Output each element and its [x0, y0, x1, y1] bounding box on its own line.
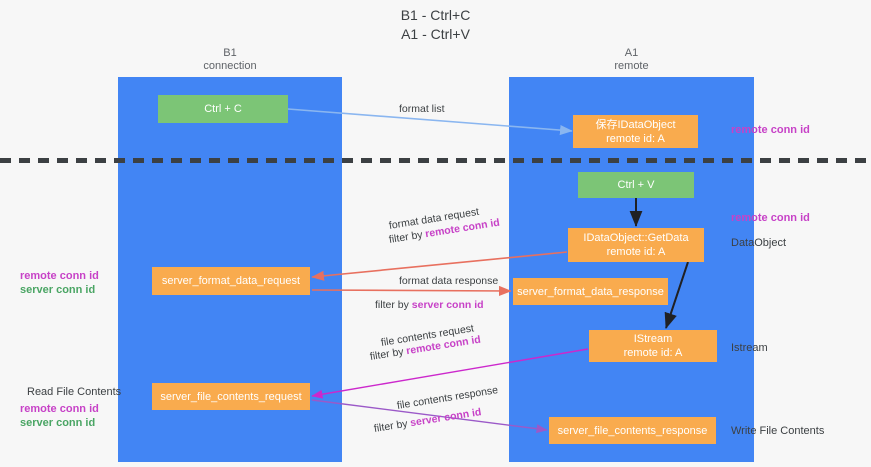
note-left-read-file-contents: Read File Contents [27, 385, 121, 399]
lane-header-b1: B1 connection [203, 47, 257, 72]
note-right-dataobject: DataObject [731, 236, 786, 250]
page-title: B1 - Ctrl+C A1 - Ctrl+V [400, 7, 471, 42]
note-left-conn-ids-top: remote conn id server conn id [20, 269, 99, 297]
note-server-conn-id: server conn id [20, 284, 96, 296]
node-server-file-contents-request[interactable]: server_file_contents_request [152, 383, 310, 410]
node-save-idataobject[interactable]: 保存IDataObject remote id: A [573, 115, 698, 148]
edge-label-format-data-response-filter: filter by server conn id [375, 298, 484, 312]
note-right-remote-conn-id-top: remote conn id [731, 123, 810, 137]
note-remote-conn-id: remote conn id [20, 403, 99, 415]
filter-prefix: filter by [369, 345, 408, 363]
node-ctrl-v[interactable]: Ctrl + V [578, 172, 694, 198]
node-server-format-data-response[interactable]: server_format_data_response [513, 278, 668, 305]
note-text: remote conn id [731, 212, 810, 224]
edge-label-format-list: format list [399, 103, 445, 115]
node-server-format-data-request[interactable]: server_format_data_request [152, 267, 310, 295]
node-ctrl-c[interactable]: Ctrl + C [158, 95, 288, 123]
note-server-conn-id: server conn id [20, 417, 96, 429]
node-server-file-contents-response[interactable]: server_file_contents_response [549, 417, 716, 444]
node-istream[interactable]: IStream remote id: A [589, 330, 717, 362]
note-text: DataObject [731, 237, 787, 249]
edge-label-file-contents-response: file contents response [396, 384, 499, 412]
filter-prefix: filter by [375, 299, 412, 311]
note-left-conn-ids-bottom: remote conn id server conn id [20, 402, 99, 430]
note-remote-conn-id: remote conn id [20, 270, 99, 282]
note-text: Read File Contents [27, 386, 122, 398]
edge-label-format-data-response: format data response [399, 275, 499, 287]
note-text: remote conn id [731, 124, 810, 136]
filter-prefix: filter by [373, 417, 412, 435]
node-idataobject-getdata[interactable]: IDataObject::GetData remote id: A [568, 228, 704, 262]
note-right-remote-conn-id-mid: remote conn id [731, 211, 810, 225]
note-text: Istream [731, 342, 768, 354]
note-text: Write File Contents [731, 425, 825, 437]
filter-key-server-conn-id: server conn id [409, 406, 483, 430]
note-right-write-file-contents: Write File Contents [731, 424, 824, 438]
edge-label-file-contents-response-filter: filter by server conn id [373, 405, 482, 436]
filter-key-server-conn-id: server conn id [411, 299, 484, 311]
lane-header-a1: A1 remote [614, 47, 649, 72]
note-right-istream: Istream [731, 341, 768, 355]
phase-divider [0, 158, 871, 163]
